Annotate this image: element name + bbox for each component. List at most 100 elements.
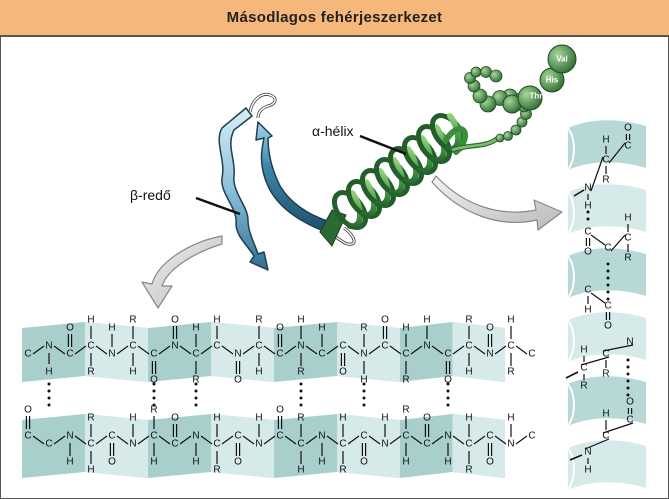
atom-label: C — [213, 439, 220, 450]
atom-label: C — [602, 431, 609, 442]
hydrogen-bond-dot — [606, 262, 610, 266]
bond — [602, 344, 634, 352]
helix-band-fold — [567, 127, 575, 171]
atom-label: N — [66, 431, 73, 442]
atom-label: O — [276, 405, 284, 416]
bond — [347, 435, 360, 445]
atom-label: C — [150, 349, 157, 360]
bond — [305, 435, 318, 445]
hydrogen-bond-dot — [606, 276, 610, 280]
atom-label: C — [192, 349, 199, 360]
bond — [242, 345, 255, 355]
atom-label: C — [507, 341, 514, 352]
hydrogen-bond-dot — [626, 365, 630, 369]
title-bar: Másodlagos fehérjeszerkezet — [0, 0, 669, 37]
bond — [452, 345, 465, 355]
bond — [565, 371, 579, 379]
hydrogen-bond-dot — [626, 358, 630, 362]
sheet-band-lower-light — [85, 414, 148, 478]
atom-label: C — [318, 349, 325, 360]
hydrogen-bond-dot — [626, 372, 630, 376]
amino-acid-beads: Thr His Val — [517, 44, 577, 111]
atom-label: O — [486, 457, 494, 468]
atom-label: H — [602, 409, 609, 420]
atom-label: O — [381, 315, 389, 326]
hydrogen-bond-dot — [446, 396, 450, 400]
hydrogen-bond-dot — [606, 269, 610, 273]
bond — [515, 435, 528, 445]
atom-label: C — [624, 233, 631, 244]
atom-label: O — [339, 367, 347, 378]
atom-label: C — [528, 349, 535, 360]
bond — [584, 438, 610, 450]
bond — [389, 345, 402, 355]
atom-label: R — [507, 367, 514, 378]
atom-label: O — [624, 123, 632, 134]
atom-label: H — [297, 315, 304, 326]
hydrogen-bond-dot — [47, 389, 51, 393]
atom-label: C — [381, 341, 388, 352]
bond — [137, 345, 150, 355]
atom-label: O — [234, 375, 242, 386]
bond — [569, 454, 583, 461]
bond — [494, 435, 507, 445]
hydrogen-bond-dot — [626, 393, 630, 397]
atom-label: R — [624, 253, 631, 264]
atom-label: C — [234, 431, 241, 442]
atom-label: C — [528, 431, 535, 442]
atom-label: C — [402, 431, 409, 442]
atom-label: N — [108, 349, 115, 360]
atom-label: R — [465, 315, 472, 326]
atom-label: N — [234, 349, 241, 360]
atom-label: H — [360, 375, 367, 386]
hydrogen-bond-dot — [152, 403, 156, 407]
atom-label: H — [402, 457, 409, 468]
atom-label: C — [213, 341, 220, 352]
atom-label: C — [486, 431, 493, 442]
atom-label: R — [87, 367, 94, 378]
atom-label: C — [255, 341, 262, 352]
atom-label: C — [297, 439, 304, 450]
hydrogen-bond-dot — [446, 382, 450, 386]
sheet-band-upper-light — [337, 322, 400, 382]
sheet-band-lower-light — [452, 414, 505, 478]
helix-band-fold — [567, 255, 575, 299]
hydrogen-bond-dot — [362, 382, 366, 386]
atom-label: R — [402, 375, 409, 386]
atom-label: H — [255, 367, 262, 378]
atom-label: H — [150, 457, 157, 468]
atom-label: N — [584, 183, 591, 194]
atom-label: C — [108, 431, 115, 442]
atom-label: H — [465, 413, 472, 424]
atom-label: O — [276, 323, 284, 334]
beta-sheet-bands — [22, 322, 505, 478]
atom-label: H — [465, 367, 472, 378]
atom-label: C — [87, 341, 94, 352]
atom-label: O — [171, 315, 179, 326]
atom-label: C — [24, 431, 31, 442]
amino-acid-his: His — [546, 76, 559, 85]
helix-band-fold — [567, 319, 575, 363]
hydrogen-bond-dot — [152, 382, 156, 386]
atom-label: N — [486, 349, 493, 360]
atom-label: N — [381, 439, 388, 450]
bond — [284, 435, 297, 445]
atom-label: O — [584, 247, 592, 258]
atom-label: C — [626, 415, 633, 426]
hydrogen-bond-dot — [194, 382, 198, 386]
atom-label: C — [360, 431, 367, 442]
atom-label: R — [339, 465, 346, 476]
helix-coil-front — [402, 146, 420, 186]
helix-coil-front — [374, 168, 392, 208]
bond — [326, 345, 339, 355]
helix-band-segment — [568, 376, 646, 426]
atom-label: H — [318, 323, 325, 334]
atom-label: N — [626, 337, 633, 348]
atom-label: H — [318, 457, 325, 468]
amino-acid-thr: Thr — [530, 92, 543, 101]
atom-label: C — [602, 155, 609, 166]
bond — [590, 234, 606, 246]
atom-label: H — [402, 323, 409, 334]
